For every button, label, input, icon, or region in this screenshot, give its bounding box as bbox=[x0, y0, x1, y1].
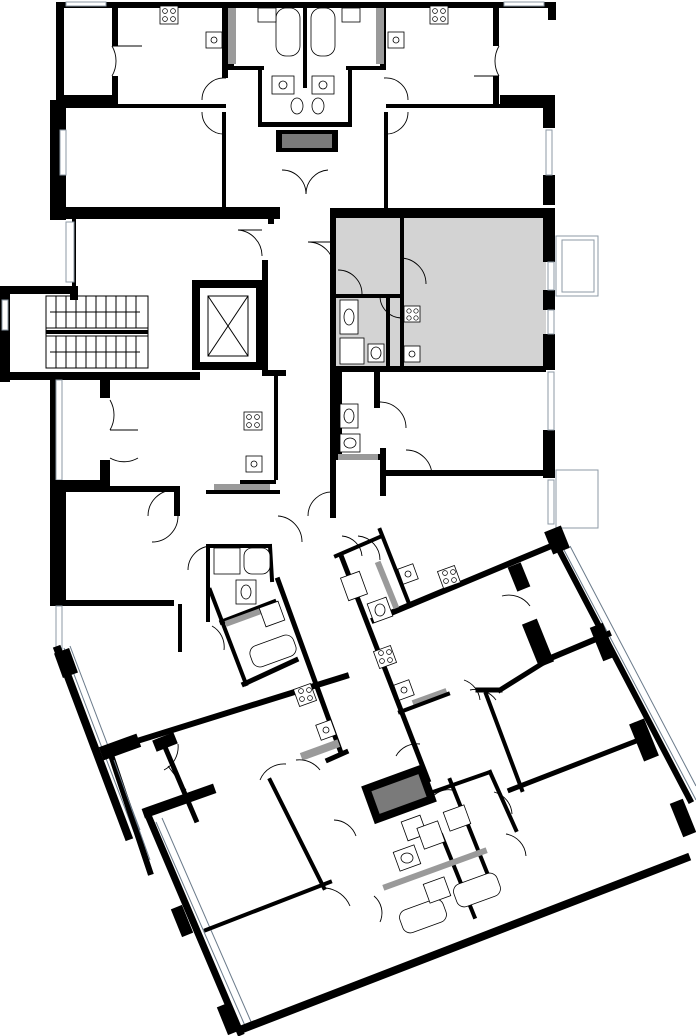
sink-icon bbox=[205, 31, 223, 49]
stove-icon bbox=[243, 411, 263, 431]
middle-wing bbox=[0, 218, 599, 606]
sink-icon bbox=[245, 455, 263, 473]
upper-wing bbox=[50, 1, 556, 220]
stove-icon bbox=[292, 682, 318, 708]
sink-icon bbox=[397, 563, 419, 585]
sink-icon bbox=[387, 31, 405, 49]
lower-right-wing bbox=[333, 525, 696, 920]
elevator bbox=[192, 280, 264, 370]
stove-icon bbox=[159, 5, 179, 25]
stove-icon bbox=[403, 305, 421, 323]
stove-icon bbox=[372, 644, 398, 670]
balcony-mid-right bbox=[547, 469, 599, 529]
sink-icon bbox=[403, 345, 421, 363]
sink-icon bbox=[393, 679, 415, 701]
stove-icon bbox=[436, 564, 462, 590]
stove-icon bbox=[429, 5, 449, 25]
lower-left-wing bbox=[50, 543, 692, 1036]
staircase bbox=[45, 295, 149, 369]
balcony-top-right bbox=[547, 235, 599, 335]
sink-icon bbox=[315, 719, 337, 741]
